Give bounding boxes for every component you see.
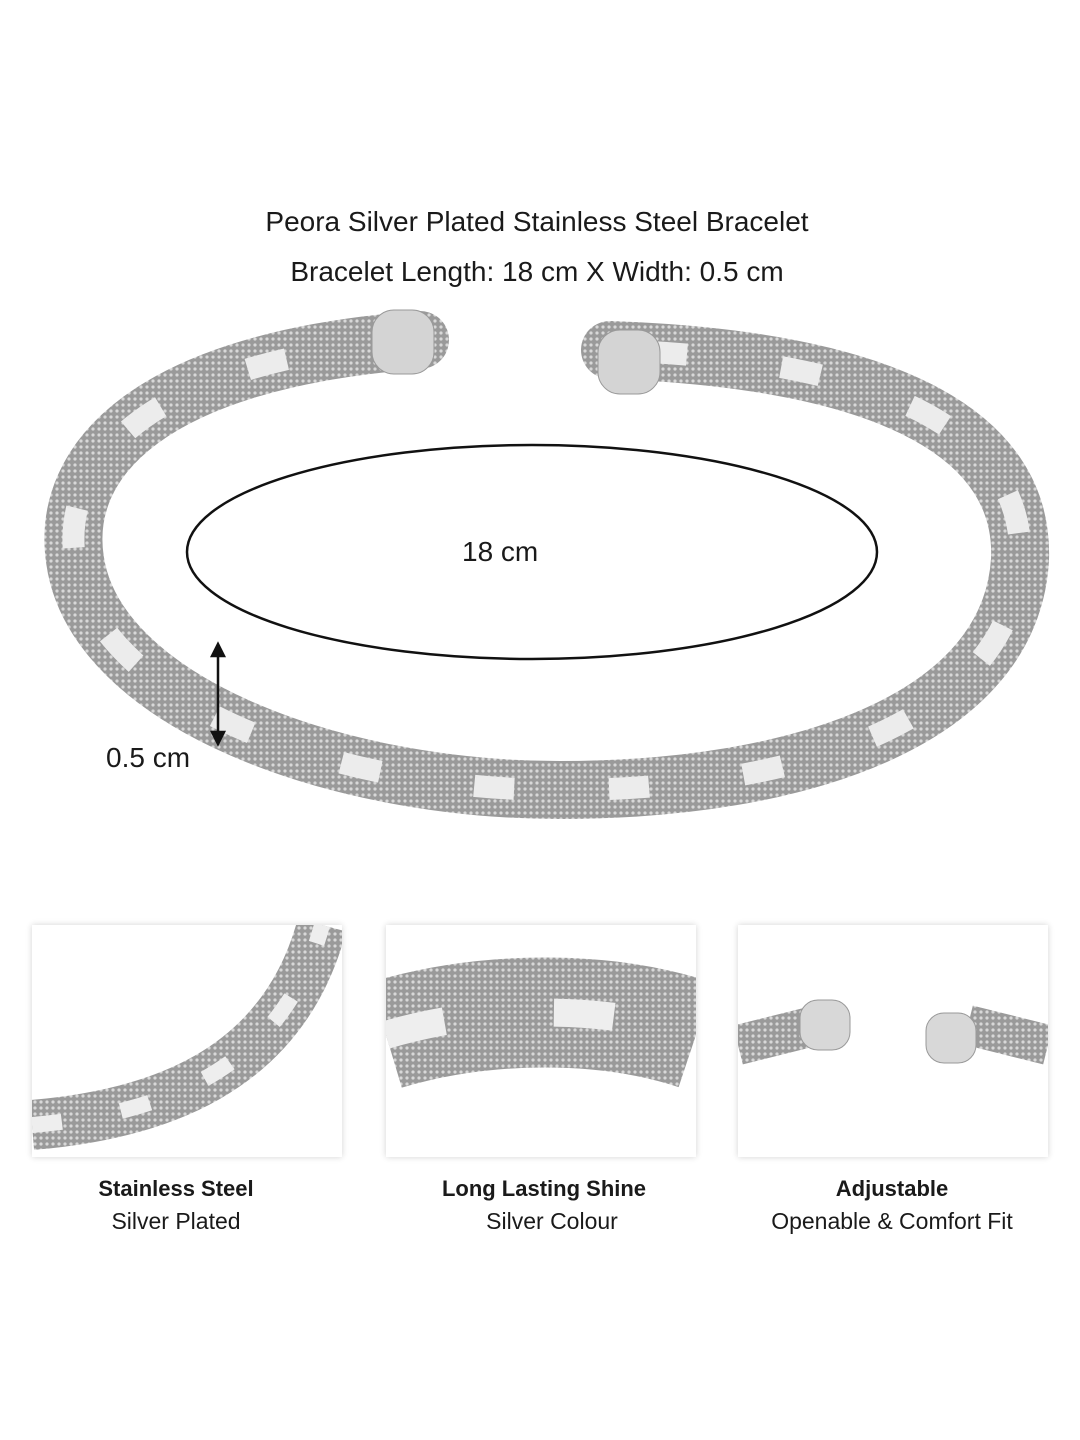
length-ellipse bbox=[185, 443, 879, 661]
feature-title: Stainless Steel bbox=[98, 1176, 254, 1201]
feature-title: Adjustable bbox=[835, 1176, 949, 1201]
width-label: 0.5 cm bbox=[106, 742, 191, 773]
width-arrow bbox=[209, 641, 227, 747]
feature-image-adjustable bbox=[738, 925, 1048, 1157]
feature-shine: Long Lasting Shine Silver Colour bbox=[364, 1176, 724, 1235]
feature-subtitle: Silver Plated bbox=[111, 1208, 241, 1234]
bracelet-end-cap-left bbox=[371, 309, 435, 375]
feature-title: Long Lasting Shine bbox=[441, 1176, 647, 1201]
feature-stainless: Stainless Steel Silver Plated bbox=[0, 1176, 356, 1235]
feature-subtitle: Openable & Comfort Fit bbox=[771, 1208, 1013, 1234]
product-title: Peora Silver Plated Stainless Steel Brac… bbox=[265, 206, 809, 237]
bracelet-image bbox=[44, 309, 1050, 820]
bracelet-band bbox=[44, 311, 1050, 820]
feature-image-stainless bbox=[32, 925, 342, 1157]
feature-adjustable: Adjustable Openable & Comfort Fit bbox=[712, 1176, 1072, 1235]
feature-image-shine bbox=[386, 925, 696, 1157]
feature-subtitle: Silver Colour bbox=[486, 1208, 618, 1234]
bracelet-end-cap-right bbox=[597, 329, 661, 395]
product-dimensions: Bracelet Length: 18 cm X Width: 0.5 cm bbox=[290, 256, 784, 287]
length-label: 18 cm bbox=[462, 536, 539, 567]
